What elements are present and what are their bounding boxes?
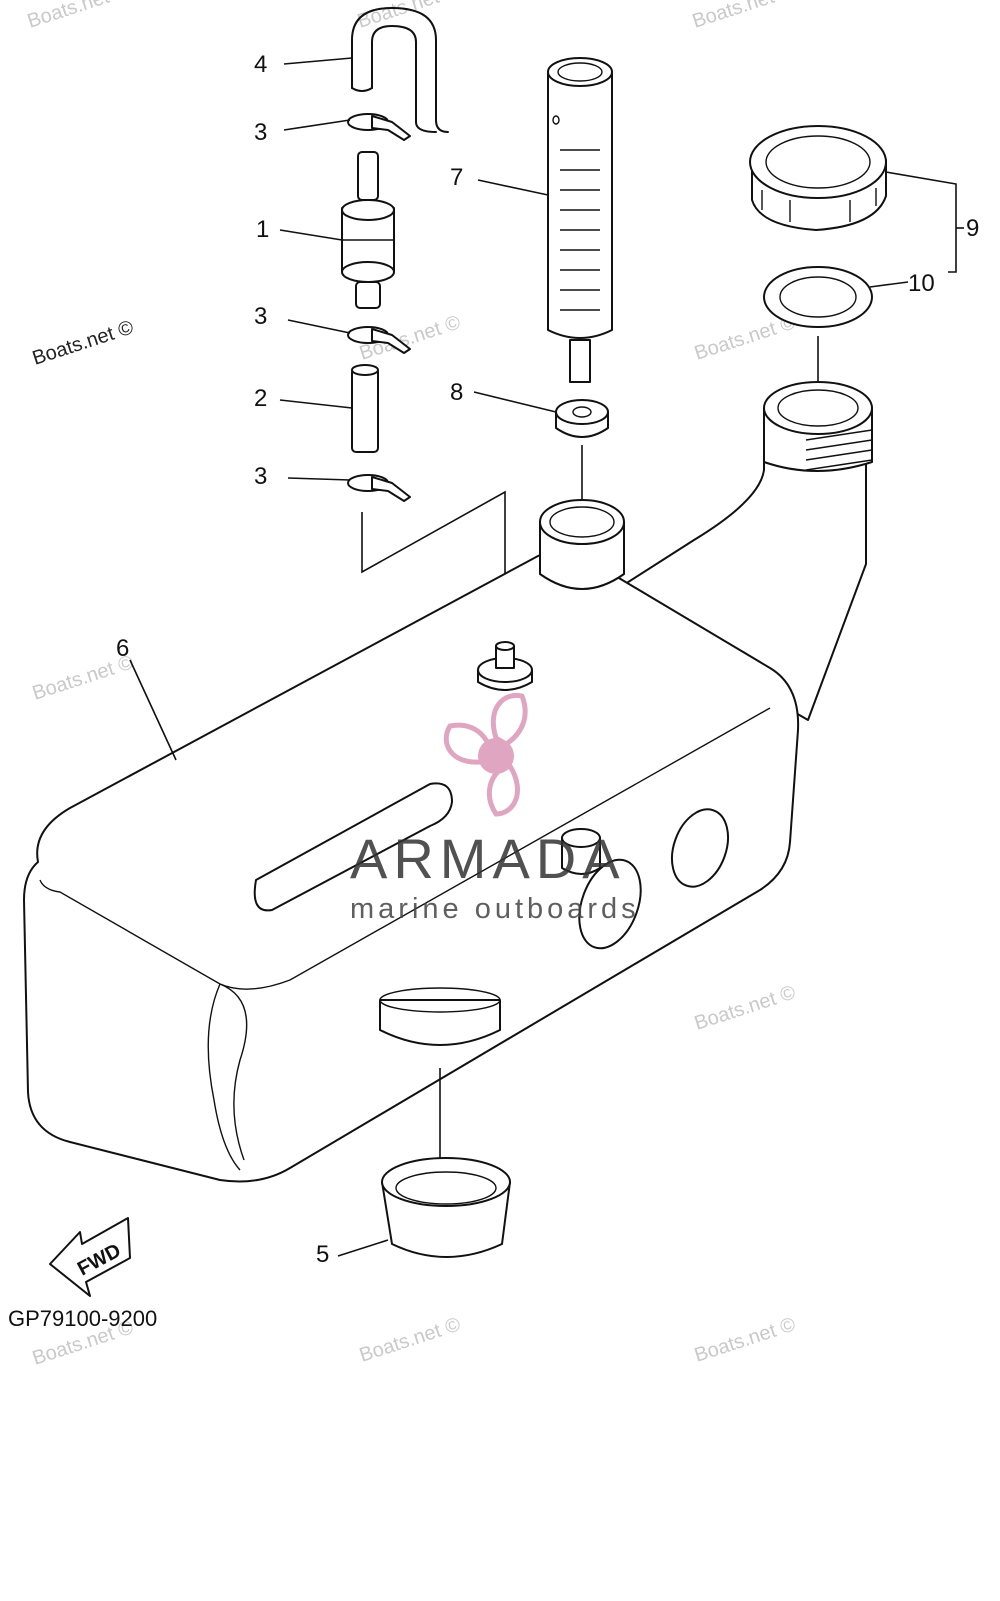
part-2-hose [351,364,379,453]
watermark: Boats.net [690,0,778,33]
part-7-strainer [547,57,613,383]
part-3-clip [347,326,411,354]
callout-5: 5 [316,1241,329,1268]
part-4-hose [351,7,449,133]
armada-logo: ARMADA marine outboards [350,692,640,925]
part-code: GP79100-9200 [8,1306,157,1331]
part-8-grommet [555,399,609,438]
fwd-arrow-icon: FWD [49,1217,131,1297]
part-3-clip [347,474,411,502]
watermark: Boats.net [25,0,113,33]
callout-9: 9 [966,215,979,242]
callout-10: 10 [908,270,935,297]
callouts: 4 3 1 3 2 3 7 8 6 5 9 10 [116,51,979,1268]
part-3-clip [347,113,411,141]
callout-6: 6 [116,635,129,662]
part-6-fuel-tank [23,381,873,1183]
watermark: Boats.net © [692,1313,799,1366]
callout-7: 7 [450,164,463,191]
brand-tagline: marine outboards [350,893,640,925]
part-9-tank-cap [749,125,887,231]
watermark: Boats.net © [30,316,137,369]
part-10-gasket [763,266,873,328]
callout-4: 4 [254,51,267,78]
propeller-icon [443,692,528,817]
part-5-rubber-foot [381,1157,511,1258]
watermark: Boats.net [355,0,443,33]
part-1-fuel-filter [341,151,395,309]
callout-3: 3 [254,463,267,490]
connection-line [361,490,506,645]
callout-1: 1 [256,216,269,243]
watermark: Boats.net © [692,981,799,1034]
callout-2: 2 [254,385,267,412]
callout-3: 3 [254,303,267,330]
brand-name: ARMADA [350,827,626,890]
watermark: Boats.net © [357,1313,464,1366]
leader-lines [129,57,964,1257]
callout-8: 8 [450,379,463,406]
callout-3: 3 [254,119,267,146]
